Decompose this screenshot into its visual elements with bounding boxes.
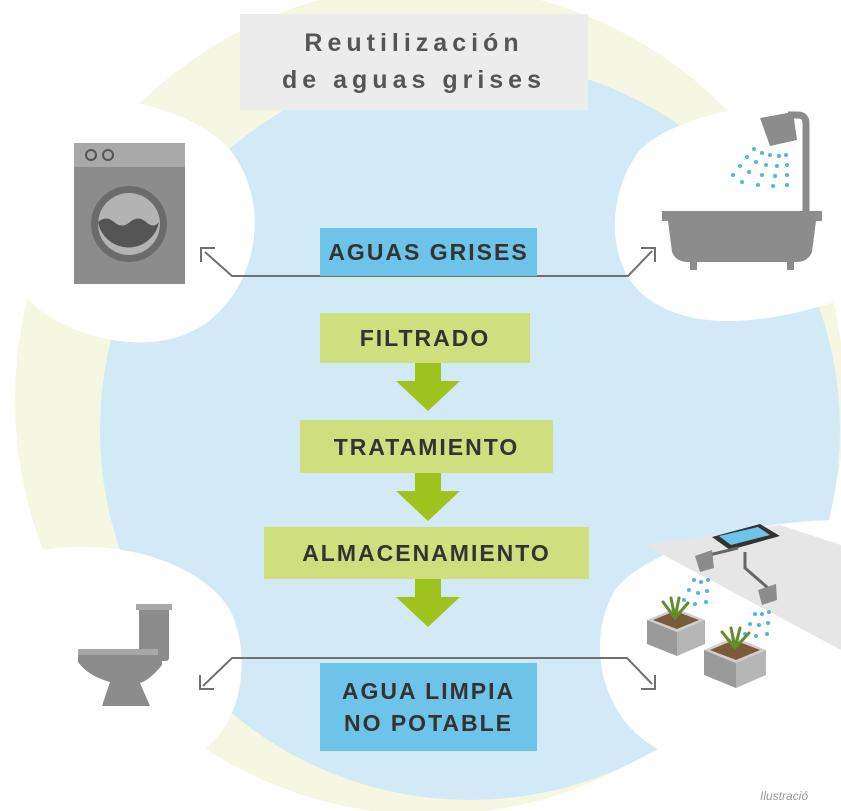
toilet-icon — [78, 604, 172, 706]
washing-machine-icon — [74, 143, 185, 284]
agua-limpia-label: AGUA LIMPIA NO POTABLE — [320, 663, 537, 751]
filtrado-label: FILTRADO — [320, 313, 530, 363]
connector-top — [204, 250, 653, 277]
garden-irrigation-icon — [647, 524, 780, 688]
bathtub-shower-icon — [662, 111, 822, 270]
arrowhead-bottom-right — [641, 675, 656, 690]
title-box: Reutilización de aguas grises — [240, 14, 588, 110]
arrowhead-top-right — [641, 247, 656, 262]
title-line-1: Reutilización — [304, 29, 524, 57]
arrowhead-bottom-left — [199, 675, 214, 690]
connector-bottom — [202, 657, 653, 687]
flow-arrow-2 — [396, 473, 460, 521]
tratamiento-label: TRATAMIENTO — [300, 420, 553, 473]
title-line-2: de aguas grises — [282, 66, 546, 94]
greenhouse-roof — [645, 525, 841, 650]
arrowhead-top-left — [200, 247, 215, 262]
flow-arrow-3 — [396, 579, 460, 627]
flow-arrow-1 — [396, 363, 460, 411]
credit-text: Ilustració — [760, 789, 809, 803]
aguas-grises-label: AGUAS GRISES — [320, 228, 537, 276]
almacenamiento-label: ALMACENAMIENTO — [264, 527, 589, 579]
